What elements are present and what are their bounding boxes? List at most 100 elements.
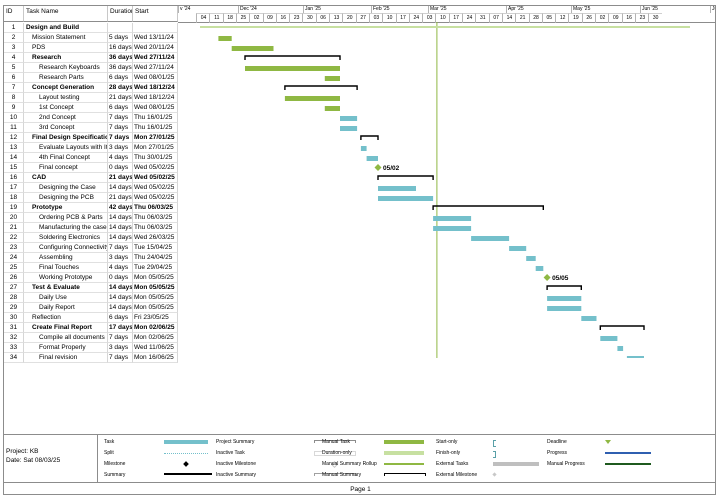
task-name: Designing the Case (24, 183, 108, 193)
timescale-week: 02 (249, 13, 264, 23)
summary-bar (546, 285, 582, 290)
task-bar (433, 216, 472, 221)
timescale-week: 16 (275, 13, 290, 23)
task-bar (218, 36, 232, 41)
timescale-month: Jan '25 (303, 6, 321, 13)
task-name: Designing the PCB (24, 193, 108, 203)
timescale-week: 06 (315, 13, 330, 23)
timescale-week: 10 (435, 13, 450, 23)
legend-symbol-deadline (605, 440, 611, 444)
task-start: Mon 27/01/25 (133, 133, 178, 143)
timescale-week: 30 (302, 13, 317, 23)
timescale-week: 04 (196, 13, 210, 23)
task-bar (378, 196, 434, 201)
task-bar (626, 356, 644, 358)
task-name: Compile all documents (24, 333, 108, 343)
legend-label: Start-only (436, 439, 458, 445)
summary-bar (377, 175, 434, 180)
timescale-week: 19 (568, 13, 583, 23)
task-name: 3rd Concept (24, 123, 108, 133)
task-id: 6 (4, 73, 24, 83)
timescale-week: 31 (475, 13, 490, 23)
task-duration: 21 days (108, 173, 133, 183)
column-header-start[interactable]: Start (133, 6, 178, 22)
task-name: Research Parts (24, 73, 108, 83)
timescale-week: 07 (488, 13, 503, 23)
task-bar (378, 186, 416, 191)
task-start: Thu 16/01/25 (133, 123, 178, 133)
task-duration: 3 days (108, 343, 133, 353)
task-start: Thu 06/03/25 (133, 203, 178, 213)
task-start: Wed 08/01/25 (133, 73, 178, 83)
task-start: Fri 23/05/25 (133, 313, 178, 323)
column-header-duration[interactable]: Duration (108, 6, 133, 22)
timescale-month: v '24 (178, 6, 191, 13)
task-duration: 6 days (108, 313, 133, 323)
task-name: Prototype (24, 203, 108, 213)
timescale-week: 13 (329, 13, 343, 23)
task-duration: 7 days (108, 243, 133, 253)
task-bar (324, 106, 340, 111)
task-duration: 6 days (108, 73, 133, 83)
task-start: Wed 27/11/24 (133, 63, 178, 73)
project-label: Project: KB (6, 448, 39, 455)
task-id: 5 (4, 63, 24, 73)
legend-symbol-manual-summary (384, 473, 426, 476)
task-name: Research Keyboards (24, 63, 108, 73)
timescale-week: 17 (448, 13, 463, 23)
milestone-date-label: 05/02 (383, 165, 400, 172)
column-header-task-name[interactable]: Task Name (24, 6, 108, 22)
legend-symbol-start-only (493, 440, 496, 447)
task-duration: 4 days (108, 153, 133, 163)
timescale-week: 03 (368, 13, 383, 23)
legend-symbol-external-tasks (493, 462, 539, 466)
task-start: Wed 05/02/25 (133, 183, 178, 193)
task-start: Wed 27/11/24 (133, 53, 178, 63)
timescale-month: Apr '25 (506, 6, 524, 13)
summary-bar (244, 55, 341, 60)
column-header-id[interactable]: ID (4, 6, 24, 22)
legend-label: Inactive Task (216, 450, 245, 456)
task-name: Mission Statement (24, 33, 108, 43)
task-id: 3 (4, 43, 24, 53)
task-duration: 42 days (108, 203, 133, 213)
timescale-week: 09 (262, 13, 277, 23)
task-duration: 7 days (108, 133, 133, 143)
task-start: Wed 26/03/25 (133, 233, 178, 243)
legend-label: Progress (547, 450, 568, 456)
